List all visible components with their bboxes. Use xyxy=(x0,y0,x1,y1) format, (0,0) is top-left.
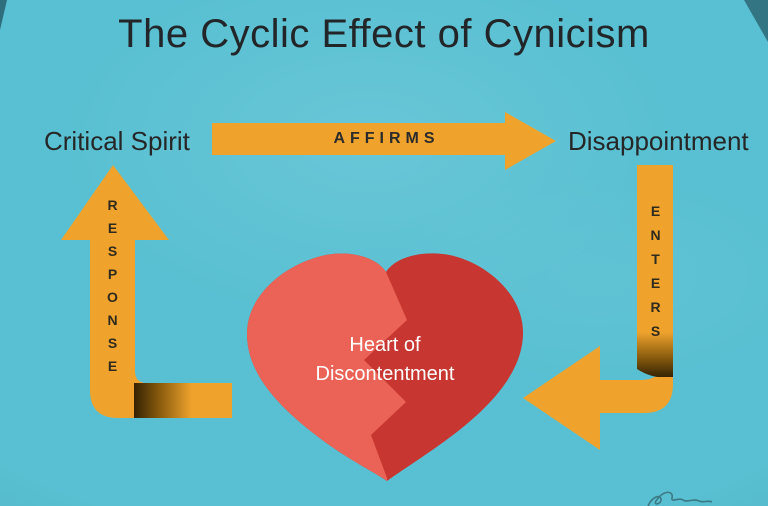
heart-caption-line2: Discontentment xyxy=(315,363,455,385)
diagram-title: The Cyclic Effect of Cynicism xyxy=(118,12,650,56)
affirms-arrow-label: AFFIRMS xyxy=(333,130,440,147)
heart-caption: Heart of Discontentment xyxy=(265,331,505,389)
response-ribbon xyxy=(90,238,232,418)
node-label-disappointment: Disappointment xyxy=(568,126,749,156)
enters-ribbon-fold xyxy=(637,332,673,379)
response-ribbon-fold xyxy=(134,383,192,418)
enters-ribbon-bar xyxy=(637,165,673,337)
corner-shade-top-left xyxy=(0,0,7,30)
broken-heart-icon xyxy=(247,253,524,481)
response-arrow xyxy=(61,165,232,418)
heart-caption-line1: Heart of xyxy=(349,334,421,356)
node-label-critical-spirit: Critical Spirit xyxy=(44,126,190,156)
affirms-arrow xyxy=(212,112,556,170)
enters-arrow xyxy=(523,165,673,450)
enters-arrowhead-left-icon xyxy=(523,346,600,450)
signature-scribble xyxy=(647,491,713,506)
response-arrowhead-up-icon xyxy=(61,165,169,240)
enters-ribbon-shaft xyxy=(600,377,673,413)
corner-shade-top-right xyxy=(744,0,768,42)
